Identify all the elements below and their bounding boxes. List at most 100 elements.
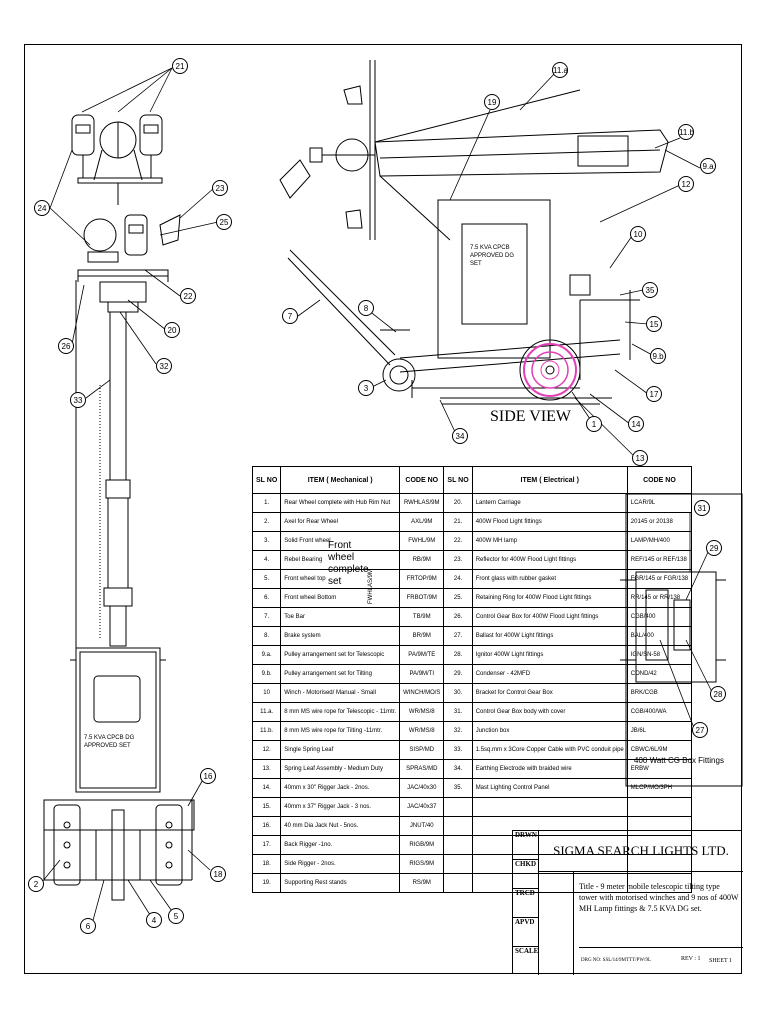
bom-row: 14.40mm x 30" Rigger Jack - 2nos.JAC/40x… [251,778,693,798]
bom-sl: 3. [251,531,282,551]
label-scale: SCALE [513,947,539,975]
bom-item-electrical: 400W MH lamp [471,531,628,551]
bom-code: JAC/40x37 [399,797,445,817]
bom-code: RIGS/9M [399,854,445,874]
callout: 23 [212,180,228,196]
bom-item-electrical: Bracket for Control Gear Box [471,683,628,703]
bom-sl [443,835,473,855]
bom-sl [443,816,473,836]
callout: 21 [172,58,188,74]
bom-sl: 13. [251,759,282,779]
bom-sl: 5. [251,569,282,589]
col-header-sl-2: SL NO [443,466,473,494]
bom-code: JAC/40x30 [399,778,445,798]
bom-code [626,797,693,817]
callout: 26 [58,338,74,354]
callout: 25 [216,214,232,230]
front-wheel-group-code: FWHLAS/9M [368,568,374,604]
bom-sl: 20. [443,493,473,513]
col-header-sl: SL NO [251,466,282,494]
col-header-code-2: CODE NO [626,466,693,494]
bom-code: CGB/400 [626,607,693,627]
bom-code: RIGB/9M [399,835,445,855]
bom-item-electrical: Reflector for 400W Flood Light fittings [471,550,628,570]
bom-sl: 6. [251,588,282,608]
bom-code: REF/145 or REF/138 [626,550,693,570]
bom-item-electrical: Ballast for 400W Light fittings [471,626,628,646]
callout: 20 [164,322,180,338]
flood-light-icon [83,214,181,263]
bom-code: BAL/400 [626,626,693,646]
bom-code: BR/9M [399,626,445,646]
bom-item-electrical: 1.5sq.mm x 3Core Copper Cable with PVC c… [471,740,628,760]
bom-code: FRBOT/9M [399,588,445,608]
callout: 9.a [700,158,716,174]
bom-sl: 9.a. [251,645,282,665]
callout: 12 [678,176,694,192]
bom-code: RS/9M [399,873,445,893]
bom-sl: 16. [251,816,282,836]
bom-item-electrical: Condenser - 42MFD [471,664,628,684]
bom-code: MLCP/MO/3PH [626,778,693,798]
callout: 3 [358,380,374,396]
bom-sl: 34. [443,759,473,779]
bom-sl: 11.b. [251,721,282,741]
bom-item-mechanical: 8 mm MS wire rope for Tilting -11mtr. [280,721,401,741]
bom-sl: 4. [251,550,282,570]
bom-code: RR/145 or RR/138 [626,588,693,608]
callout: 6 [80,918,96,934]
bom-item-mechanical: 8 mm MS wire rope for Telescopic - 11mtr… [280,702,401,722]
callout: 9.b [650,348,666,364]
callout: 27 [692,722,708,738]
bom-row: 15.40mm x 37" Rigger Jack - 3 nos.JAC/40… [251,797,693,817]
callout: 18 [210,866,226,882]
callout: 17 [646,386,662,402]
callout: 24 [34,200,50,216]
bom-code: AXL/9M [399,512,445,532]
bom-item-electrical: 400W Flood Light fittings [471,512,628,532]
bom-item-electrical: Lantern Carriage [471,493,628,513]
bom-sl: 22. [443,531,473,551]
bill-of-materials: SL NO ITEM ( Mechanical ) CODE NO SL NO … [251,466,693,893]
callout: 8 [358,300,374,316]
callout: 7 [282,308,298,324]
callout: 10 [630,226,646,242]
bom-code: JB/6L [626,721,693,741]
callout: 19 [484,94,500,110]
bom-code: CGB/400/WA [626,702,693,722]
bom-code: IGN/SN-58 [626,645,693,665]
callout: 4 [146,912,162,928]
bom-sl: 29. [443,664,473,684]
callout: 35 [642,282,658,298]
bom-sl: 27. [443,626,473,646]
title-block-divider [573,871,574,975]
label-chkd: CHKD [513,860,539,889]
bom-sl: 8. [251,626,282,646]
bom-sl [443,873,473,893]
bom-item-electrical: Control Gear Box body with cover [471,702,628,722]
bom-item-mechanical: Pulley arrangement set for Telescopic [280,645,401,665]
bom-sl: 35. [443,778,473,798]
bom-item-mechanical: Pulley arrangement set for Tilting [280,664,401,684]
bom-row: 9.a.Pulley arrangement set for Telescopi… [251,645,693,665]
bom-sl: 19. [251,873,282,893]
callout: 28 [710,686,726,702]
bom-item-mechanical: Back Rigger -1no. [280,835,401,855]
bom-code: FWHL/9M [399,531,445,551]
bom-sl [443,797,473,817]
bom-sl: 7. [251,607,282,627]
callout: 29 [706,540,722,556]
bom-sl: 10 [251,683,282,703]
bom-item-electrical: Control Gear Box for 400W Flood Light fi… [471,607,628,627]
bom-sl: 25. [443,588,473,608]
bom-sl: 26. [443,607,473,627]
bom-code: COND/42 [626,664,693,684]
title-block: DRWN CHKD TRCD APVD SCALE SIGMA SEARCH L… [512,830,743,975]
col-header-item-elec: ITEM ( Electrical ) [471,466,628,494]
